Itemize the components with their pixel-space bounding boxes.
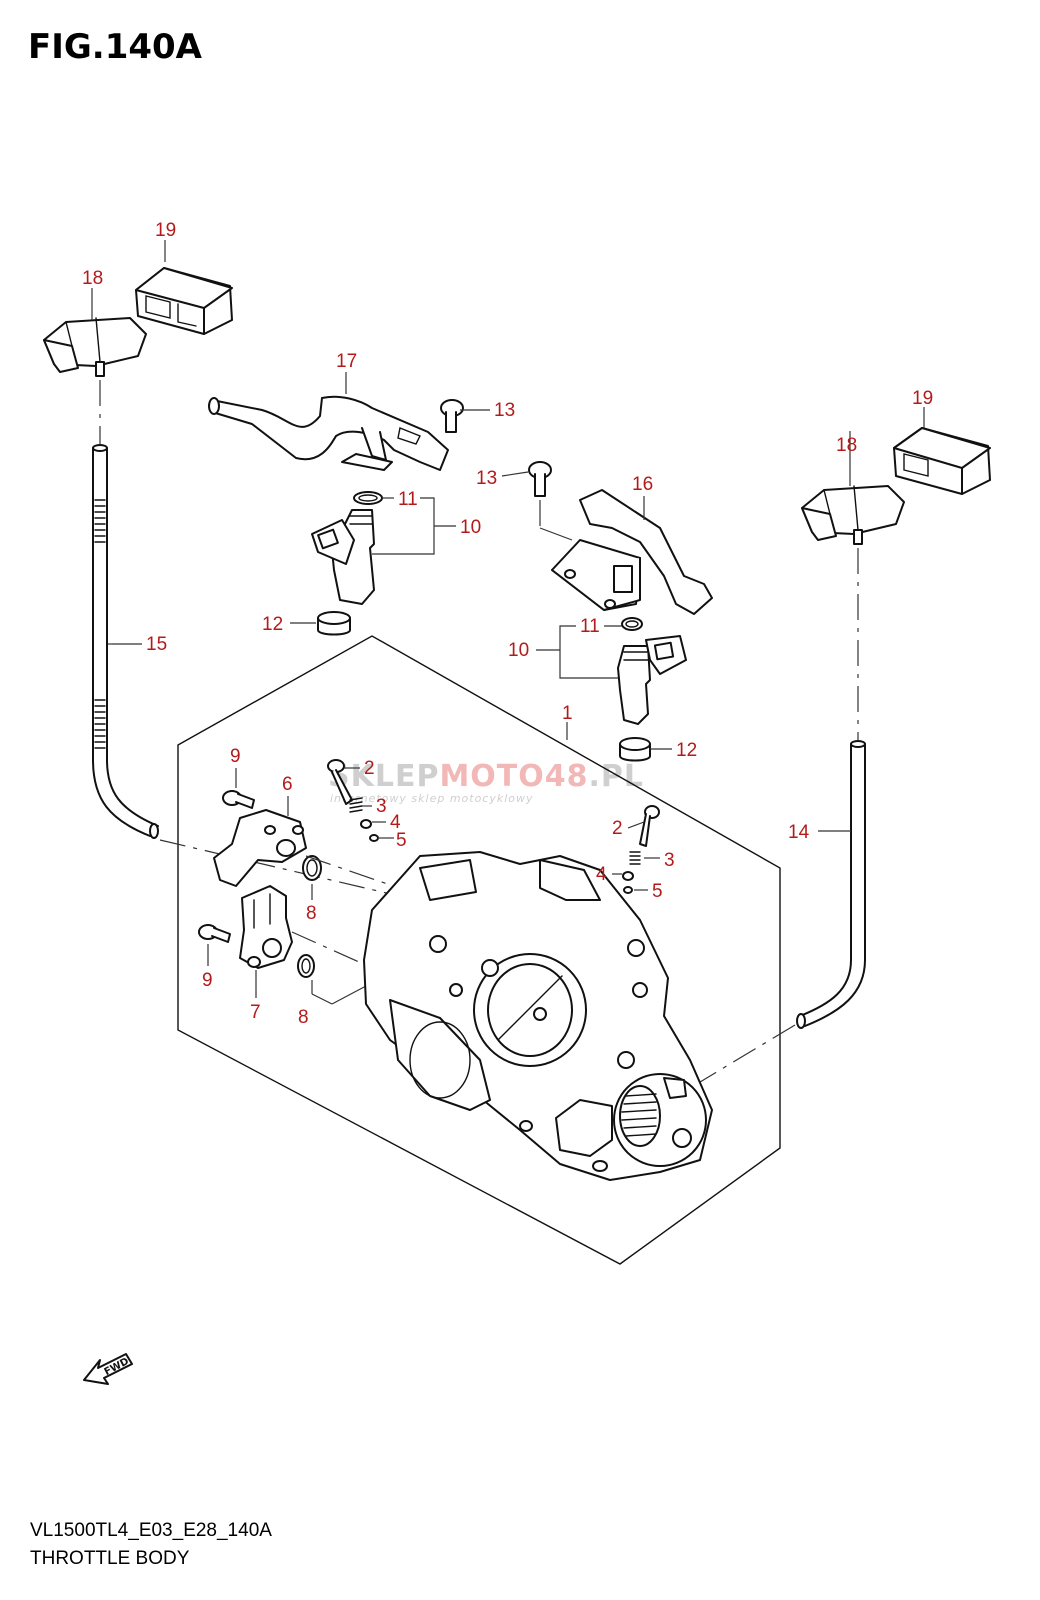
injector-10-upper[interactable] — [311, 509, 375, 605]
dashline-hose15-body — [159, 839, 396, 896]
watermark-tagline: internetowy sklep motocyklowy — [330, 792, 534, 805]
figure-name: THROTTLE BODY — [30, 1548, 190, 1569]
callout-6: 6 — [282, 774, 293, 795]
callout-5-left: 5 — [396, 830, 407, 851]
callouts: 19 18 17 13 13 11 10 12 15 16 11 10 12 1… — [82, 220, 933, 1028]
leader-lines — [91, 240, 925, 998]
callout-4-right: 4 — [596, 864, 607, 885]
callout-16: 16 — [632, 474, 653, 495]
washer-4-right[interactable] — [622, 871, 634, 881]
callout-13-upper: 13 — [494, 400, 515, 421]
pipe-17[interactable] — [208, 395, 449, 471]
bolt-9-lower[interactable] — [198, 924, 231, 943]
bracket-16[interactable] — [551, 489, 713, 615]
hose-15[interactable] — [92, 444, 159, 839]
connector-cover-19-right[interactable] — [893, 427, 991, 495]
callout-13-lower: 13 — [476, 468, 497, 489]
callout-8-lower: 8 — [298, 1007, 309, 1028]
o-ring-5-left[interactable] — [369, 834, 379, 842]
dashline-hose14-body — [689, 1024, 796, 1089]
washer-4-left[interactable] — [360, 819, 372, 829]
callout-3-left: 3 — [376, 796, 387, 817]
callout-9-upper: 9 — [230, 746, 241, 767]
dashline-sensor7-body — [291, 931, 369, 967]
callout-2-right: 2 — [612, 818, 623, 839]
sensor-18-left[interactable] — [43, 317, 147, 377]
sensor-18-right[interactable] — [801, 485, 905, 545]
callout-11-upper: 11 — [398, 489, 418, 510]
callout-7: 7 — [250, 1002, 261, 1023]
callout-9-lower: 9 — [202, 970, 213, 991]
callout-18-left: 18 — [82, 268, 103, 289]
spring-3-right[interactable] — [629, 851, 641, 865]
seal-12-upper[interactable] — [317, 611, 351, 636]
callout-12-upper: 12 — [262, 614, 283, 635]
callout-1: 1 — [562, 703, 573, 724]
connector-cover-19-left[interactable] — [135, 267, 233, 335]
callout-19-left: 19 — [155, 220, 176, 241]
sensor-7[interactable] — [239, 885, 293, 969]
o-ring-8-lower[interactable] — [297, 954, 315, 978]
o-ring-11-upper[interactable] — [353, 491, 383, 505]
callout-18-right: 18 — [836, 435, 857, 456]
callout-3-right: 3 — [664, 850, 675, 871]
callout-10-lower: 10 — [508, 640, 529, 661]
screw-2-right[interactable] — [639, 805, 660, 847]
watermark-num: 48 — [545, 759, 589, 794]
throttle-body-1[interactable] — [363, 851, 713, 1181]
callout-10-upper: 10 — [460, 517, 481, 538]
callout-14: 14 — [788, 822, 810, 843]
callout-11-lower: 11 — [580, 616, 600, 637]
injector-10-lower[interactable] — [617, 635, 687, 725]
watermark: SKLEPMOTO48.PL internetowy sklep motocyk… — [328, 759, 644, 805]
callout-17: 17 — [336, 351, 357, 372]
bolt-9-upper[interactable] — [222, 790, 255, 809]
dashline-sensor6-body — [305, 855, 406, 891]
sensor-6[interactable] — [213, 809, 307, 887]
figure-title: FIG.140A — [28, 27, 203, 67]
hose-14[interactable] — [796, 740, 866, 1029]
o-ring-11-lower[interactable] — [621, 617, 643, 631]
callout-12-lower: 12 — [676, 740, 697, 761]
figure-code: VL1500TL4_E03_E28_140A — [30, 1520, 272, 1541]
callout-15: 15 — [146, 634, 167, 655]
svg-text:SKLEPMOTO48.PL: SKLEPMOTO48.PL — [328, 759, 644, 794]
seal-12-lower[interactable] — [619, 737, 651, 762]
screw-13-upper[interactable] — [440, 399, 464, 433]
callout-19-right: 19 — [912, 388, 933, 409]
o-ring-5-right[interactable] — [623, 886, 633, 894]
fwd-arrow-icon: FWD — [83, 1353, 133, 1385]
screw-13-lower[interactable] — [528, 461, 552, 497]
screw-2-left[interactable] — [327, 759, 353, 805]
o-ring-8-upper[interactable] — [302, 855, 322, 881]
spring-3-left[interactable] — [349, 797, 363, 813]
callout-8-upper: 8 — [306, 903, 317, 924]
assembly-outline-box — [177, 635, 781, 1265]
callout-5-right: 5 — [652, 881, 663, 902]
callout-2-left: 2 — [364, 758, 375, 779]
watermark-mid: MOTO — [439, 759, 544, 794]
callout-4-left: 4 — [390, 812, 401, 833]
